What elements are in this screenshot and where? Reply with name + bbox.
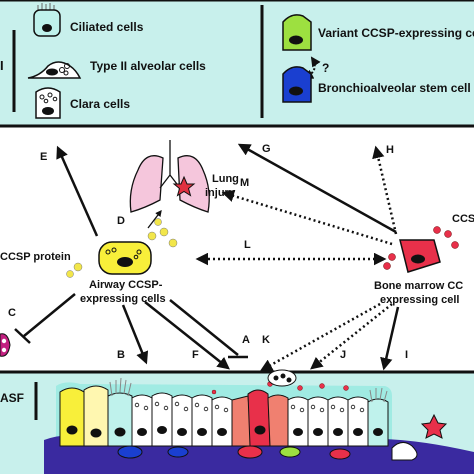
arrow-letter-g: G: [262, 143, 271, 155]
epithelium-dots: [211, 381, 349, 395]
secretory-granules: [134, 401, 365, 413]
legend-type2-label: Type II alveolar cells: [90, 59, 206, 73]
bone-marrow-label-2: expressing cell: [380, 294, 460, 306]
arrow-letter-m: M: [240, 177, 249, 189]
legend-question-mark: ?: [322, 61, 329, 75]
lung-icon: [129, 140, 210, 213]
bone-marrow-ccsp-dots: [383, 226, 459, 270]
asf-label: ASF: [0, 391, 24, 405]
arrow-a: [169, 299, 239, 356]
migrating-cell-star-icon: [420, 413, 448, 439]
legend-clara-label: Clara cells: [70, 97, 130, 111]
airway-cells-label-2: expressing cells: [80, 293, 166, 305]
legend-left-char: I: [0, 58, 4, 73]
arrow-letter-labels: A B C D E F G H I J K L M: [8, 143, 408, 361]
arrow-letter-c: C: [8, 307, 16, 319]
secreted-ccsp-dots: [66, 218, 178, 278]
legend-panel: I Ciliated cells Type II alveolar cells: [0, 0, 474, 128]
arrow-g: [237, 143, 397, 234]
arrow-letter-k: K: [262, 334, 270, 346]
airway-ccsp-cell-icon: [98, 241, 152, 275]
arrow-letter-a: A: [242, 334, 250, 346]
target-cell-icon: [0, 333, 11, 357]
arrow-i: [380, 306, 400, 371]
arrow-letter-b: B: [117, 349, 125, 361]
legend-ciliated-label: Ciliated cells: [70, 20, 144, 34]
arrow-letter-f: F: [192, 349, 199, 361]
cilia: [109, 377, 388, 403]
arrow-e: [56, 145, 99, 237]
arrow-letter-l: L: [244, 239, 251, 251]
arrow-letter-j: J: [340, 349, 346, 361]
pathway-arrows: [14, 143, 400, 372]
bone-marrow-label-1: Bone marrow CC: [374, 280, 463, 292]
arrow-d: [147, 209, 162, 229]
arrow-letter-e: E: [40, 151, 47, 163]
arrow-c-bar: [14, 328, 31, 344]
clara-cell-icon: [35, 87, 61, 119]
variant-cell-icon: [282, 14, 312, 51]
ccsp-protein-label: CCSP protein: [0, 251, 71, 263]
arrow-letter-i: I: [405, 349, 408, 361]
cell-cluster-bubble: [267, 369, 297, 387]
arrow-m: [221, 189, 393, 246]
lung-injury-label-2: injury: [205, 187, 236, 199]
arrow-f: [144, 301, 230, 370]
arrow-b: [121, 304, 149, 365]
bone-marrow-ccsp-cell-icon: [399, 239, 441, 273]
legend-variant-label: Variant CCSP-expressing ce: [318, 26, 474, 40]
airway-cells-label-1: Airway CCSP-: [89, 279, 163, 291]
variant-basc-question-arrow: [303, 56, 321, 79]
injury-star-icon: [172, 175, 196, 197]
epithelium-panel: ASF: [0, 369, 474, 474]
arrow-letter-h: H: [386, 144, 394, 156]
basal-cells: [117, 445, 351, 460]
arrow-c: [23, 293, 76, 337]
arrow-letter-d: D: [117, 215, 125, 227]
basc-cell-icon: [282, 66, 312, 103]
ccs-right-label: CCS: [452, 213, 474, 225]
ciliated-cell-icon: [33, 3, 61, 37]
type2-cell-icon: [27, 61, 82, 79]
lung-injury-label-1: Lung: [212, 173, 239, 185]
legend-basc-label: Bronchioalveolar stem cell: [318, 81, 471, 95]
arrow-j: [310, 303, 393, 370]
